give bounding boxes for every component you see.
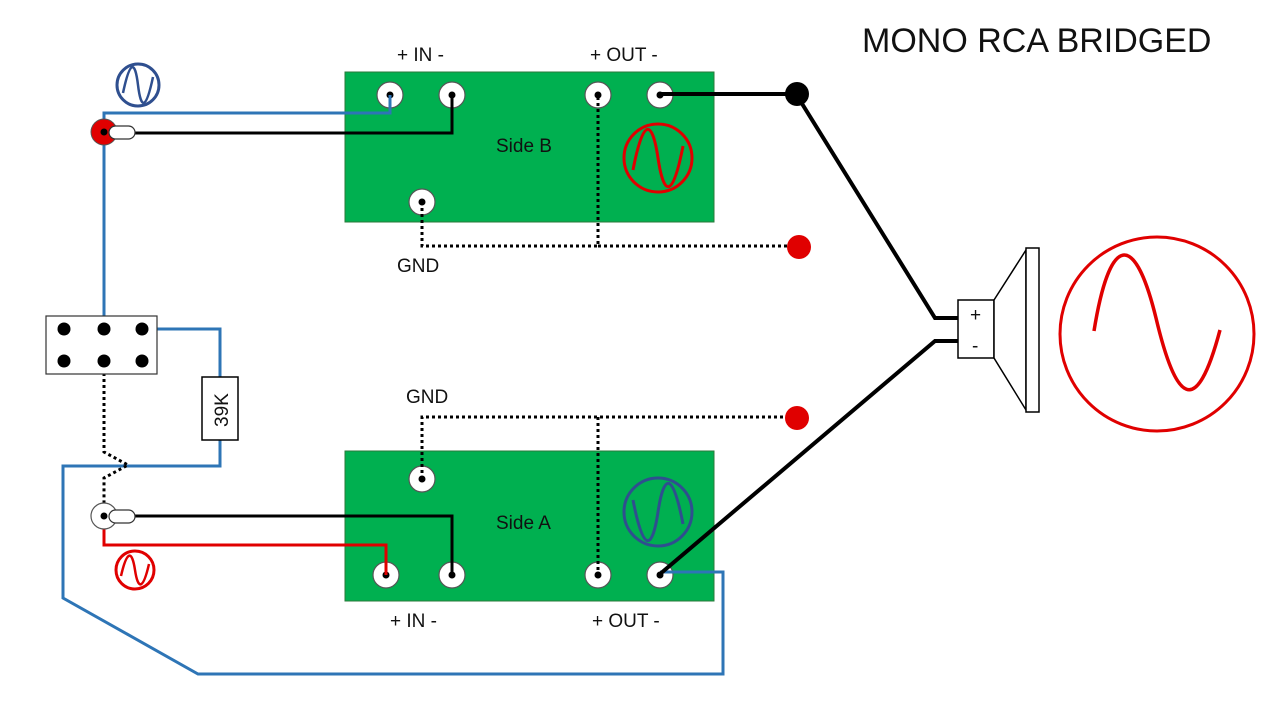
diagram-title: MONO RCA BRIDGED: [862, 22, 1211, 60]
side-a-gnd-label: GND: [406, 387, 448, 408]
output-sine-icon: [1058, 235, 1256, 433]
wire-dotted-side-b-gnd: [420, 95, 600, 248]
input-sine-icon-red: [114, 549, 156, 591]
speaker: + -: [957, 247, 1040, 413]
rca-plug-bottom: [90, 502, 136, 530]
side-b-sine-icon: [622, 122, 694, 194]
terminal-red-dot-top: [787, 235, 811, 259]
side-a-sine-icon: [622, 476, 694, 548]
side-a-label: Side A: [496, 513, 551, 534]
side-a-out-label: + OUT -: [592, 611, 660, 632]
wire-black-side-b-in-minus: [125, 95, 454, 135]
rca-plug-top: [90, 118, 136, 146]
side-b-label: Side B: [496, 136, 552, 157]
dpdt-switch: [45, 315, 158, 375]
side-b-out-plus-jack: [584, 81, 612, 109]
wire-dotted-switch-to-rca: [102, 361, 132, 514]
terminal-red-dot-bottom: [785, 406, 809, 430]
resistor-label: 39K: [212, 393, 233, 427]
wire-black-side-a-in-minus: [125, 514, 454, 575]
resistor-39k: 39K: [201, 376, 239, 441]
side-b-in-label: + IN -: [397, 45, 444, 66]
side-a-in-label: + IN -: [390, 611, 437, 632]
side-b-out-label: + OUT -: [590, 45, 658, 66]
wire-blue-resistor-loop: [61, 440, 725, 676]
wire-red-side-a-in: [102, 516, 388, 575]
wire-speaker-plus: [660, 92, 958, 320]
side-b-gnd-label: GND: [397, 256, 439, 277]
terminal-black-dot: [785, 82, 809, 106]
speaker-plus-label: +: [970, 305, 981, 326]
input-sine-icon-blue: [115, 62, 161, 108]
wire-dotted-side-a-gnd: [420, 415, 790, 479]
speaker-minus-label: -: [972, 336, 978, 357]
wire-speaker-minus: [658, 339, 958, 576]
